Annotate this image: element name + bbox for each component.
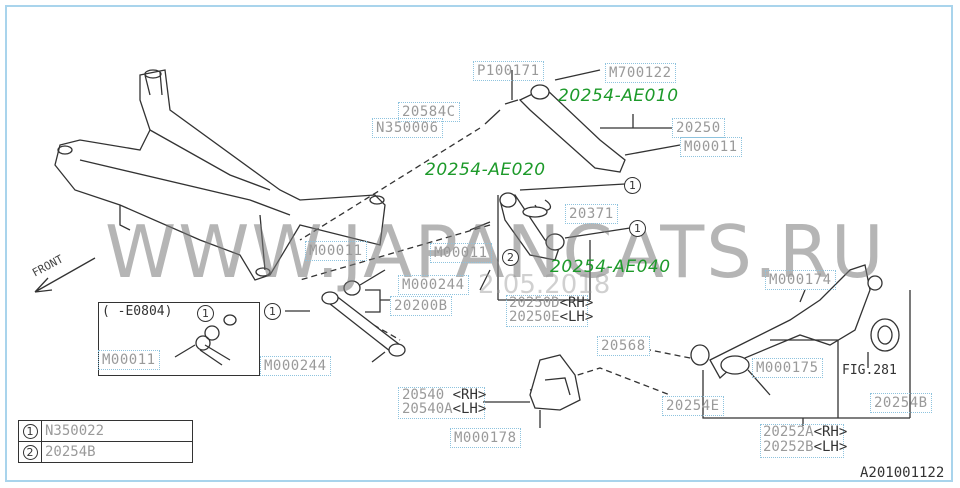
callout-2: 2	[502, 249, 519, 266]
part-label-box-20540	[398, 387, 485, 419]
lower-link	[285, 269, 406, 363]
legend-part[interactable]: 20254B	[41, 441, 193, 463]
part-label-20200b[interactable]: 20200B	[390, 296, 452, 316]
rear-subframe	[54, 69, 386, 281]
part-code: 20252B	[763, 439, 814, 455]
inset-parts	[174, 314, 237, 366]
part-label-m000244[interactable]: M000244	[260, 356, 331, 376]
part-label-n350006[interactable]: N350006	[372, 118, 443, 138]
callout-1: 1	[264, 303, 281, 320]
side-lh: <LH>	[559, 309, 594, 325]
part-label-20254b[interactable]: 20254B	[870, 393, 932, 413]
legend-number: 2	[18, 441, 42, 463]
part-code: 20252A	[763, 424, 814, 440]
part-code: 20540	[402, 387, 445, 403]
part-label-m00011[interactable]: M00011	[430, 243, 492, 263]
part-label-box-20250d-e	[506, 295, 588, 327]
part-label-20371[interactable]: 20371	[565, 204, 618, 224]
lateral-link	[469, 183, 631, 301]
part-label-20568[interactable]: 20568	[597, 336, 650, 356]
inset-box-e0804	[98, 302, 260, 376]
part-label-m00011[interactable]: M00011	[680, 137, 742, 157]
part-label-20254e[interactable]: 20254E	[662, 396, 724, 416]
part-label-20252b[interactable]: 20252B<LH>	[763, 440, 847, 455]
mount-bracket	[483, 354, 581, 428]
trailing-arm	[690, 264, 911, 426]
side-lh: <LH>	[452, 401, 487, 417]
side-rh: <RH>	[559, 295, 594, 311]
part-label-20250d[interactable]: 20250D<RH>	[509, 296, 593, 311]
part-label-m700122[interactable]: M700122	[605, 63, 676, 83]
callout-2: 2	[22, 445, 38, 460]
diagram-frame	[5, 5, 953, 482]
front-arrow-icon	[34, 257, 96, 293]
part-code: 20540A	[402, 401, 453, 417]
callout-1: 1	[197, 305, 214, 322]
inset-title: ( -E0804)	[102, 304, 173, 319]
part-label-m00011[interactable]: M00011	[305, 241, 367, 261]
legend-part[interactable]: N350022	[41, 420, 193, 442]
side-lh: <LH>	[813, 439, 848, 455]
part-label-box-20252	[760, 424, 844, 458]
part-label-20252a[interactable]: 20252A<RH>	[763, 425, 847, 440]
part-label-20584c[interactable]: 20584C	[398, 102, 460, 122]
part-code: 20250D	[509, 295, 560, 311]
figure-reference-281[interactable]: FIG.281	[842, 363, 897, 378]
legend-number: 1	[18, 420, 42, 442]
highlight-part-20254-ae040[interactable]: 20254-AE040	[550, 257, 671, 277]
side-rh: <RH>	[444, 387, 487, 403]
part-label-p100171[interactable]: P100171	[473, 61, 544, 81]
part-label-m000174[interactable]: M000174	[765, 270, 836, 290]
callout-1: 1	[22, 424, 38, 439]
part-code: 20250E	[509, 309, 560, 325]
part-label-m000178[interactable]: M000178	[450, 428, 521, 448]
part-label-m00011[interactable]: M00011	[98, 350, 160, 370]
watermark: WWW.JAPANCATS.RU	[105, 210, 886, 294]
part-label-20250e[interactable]: 20250E<LH>	[509, 310, 593, 325]
part-label-20250[interactable]: 20250	[672, 118, 725, 138]
part-label-20540a[interactable]: 20540A<LH>	[402, 402, 486, 417]
diagram-id: A201001122	[860, 465, 945, 481]
part-label-20540[interactable]: 20540 <RH>	[402, 388, 486, 403]
part-label-m000244[interactable]: M000244	[398, 275, 469, 295]
side-rh: <RH>	[813, 424, 848, 440]
part-label-m000175[interactable]: M000175	[752, 358, 823, 378]
callout-1: 1	[629, 220, 646, 237]
highlight-part-20254-ae010[interactable]: 20254-AE010	[558, 86, 679, 106]
upper-arm	[484, 69, 681, 173]
highlight-part-20254-ae020[interactable]: 20254-AE020	[425, 160, 546, 180]
callout-1: 1	[624, 177, 641, 194]
